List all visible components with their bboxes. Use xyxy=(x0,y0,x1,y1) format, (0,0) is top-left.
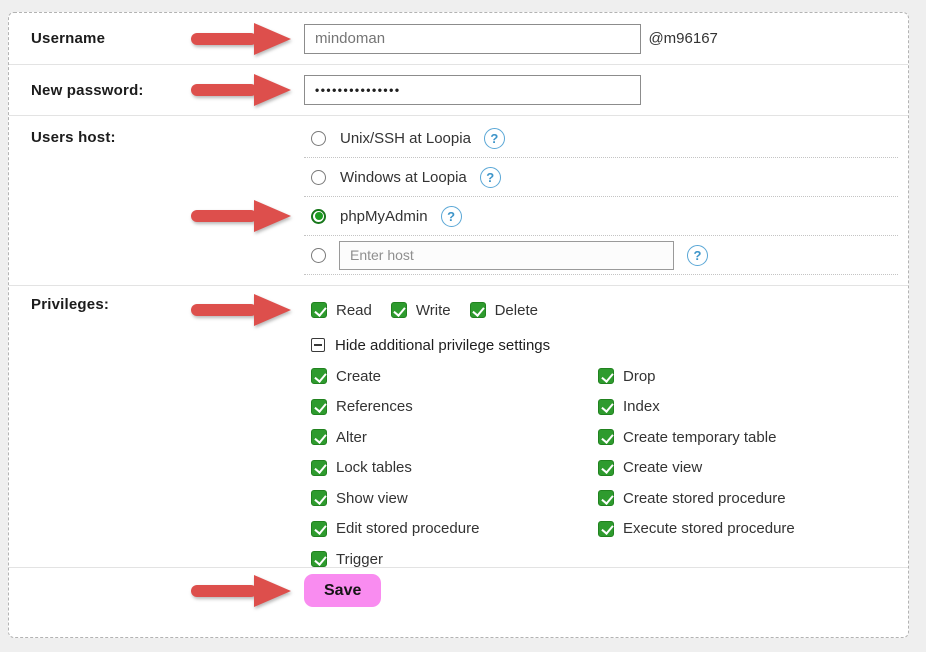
radio-phpmyadmin[interactable] xyxy=(311,208,326,224)
privilege-index: Index xyxy=(591,392,898,423)
host-option-label: phpMyAdmin xyxy=(340,207,428,225)
checkbox-label: Show view xyxy=(336,489,408,507)
host-option-custom: ? xyxy=(304,236,898,275)
privilege-write: Write xyxy=(390,301,451,319)
checkbox-execute-stored-procedure[interactable] xyxy=(598,520,614,537)
privilege-delete: Delete xyxy=(469,301,538,319)
checkbox-label: Create xyxy=(336,367,382,385)
hide-additional-privileges-toggle[interactable]: Hide additional privilege settings xyxy=(304,334,898,356)
help-icon[interactable]: ? xyxy=(483,127,505,149)
privilege-drop: Drop xyxy=(591,361,898,392)
checkbox-label: Create temporary table xyxy=(623,428,777,446)
checkbox-label: References xyxy=(336,398,413,416)
username-input[interactable] xyxy=(304,23,641,54)
privilege-alter: Alter xyxy=(304,422,591,453)
radio-custom-host[interactable] xyxy=(311,247,326,263)
host-option-label: Unix/SSH at Loopia xyxy=(340,129,471,147)
privilege-lock-tables: Lock tables xyxy=(304,453,591,484)
checkbox-show-view[interactable] xyxy=(311,490,327,507)
help-icon[interactable]: ? xyxy=(479,166,501,188)
privilege-references: References xyxy=(304,392,591,423)
checkbox-label: Drop xyxy=(623,367,656,385)
checkbox-label: Write xyxy=(415,301,451,319)
checkbox-write[interactable] xyxy=(390,302,407,318)
checkbox-label: Create view xyxy=(623,459,703,477)
users-host-row: Users host: Unix/SSH at Loopia ? Windows… xyxy=(9,115,908,285)
privilege-trigger: Trigger xyxy=(304,544,591,575)
checkbox-trigger[interactable] xyxy=(311,551,327,568)
privilege-read: Read xyxy=(311,302,372,319)
checkbox-lock-tables[interactable] xyxy=(311,459,327,476)
checkbox-drop[interactable] xyxy=(598,368,614,385)
privileges-label: Privileges: xyxy=(31,296,110,313)
checkbox-delete[interactable] xyxy=(469,302,486,318)
radio-windows[interactable] xyxy=(311,169,326,185)
password-row: New password: xyxy=(9,64,908,115)
save-row: Save xyxy=(9,567,908,638)
username-label: Username xyxy=(31,30,106,47)
host-option-unix: Unix/SSH at Loopia ? xyxy=(304,119,898,158)
privilege-create-view: Create view xyxy=(591,453,898,484)
checkbox-label: Alter xyxy=(336,428,367,446)
privilege-show-view: Show view xyxy=(304,483,591,514)
checkbox-create-view[interactable] xyxy=(598,459,614,476)
host-option-phpmyadmin: phpMyAdmin ? xyxy=(191,197,898,236)
help-icon[interactable]: ? xyxy=(440,205,462,227)
checkbox-references[interactable] xyxy=(311,398,327,415)
checkbox-alter[interactable] xyxy=(311,429,327,446)
custom-host-input[interactable] xyxy=(339,240,674,270)
username-row: Username @m96167 xyxy=(9,13,908,64)
checkbox-label: Edit stored procedure xyxy=(336,520,480,538)
checkbox-edit-stored-procedure[interactable] xyxy=(311,520,327,537)
db-user-form-panel: Username @m96167 New password: Users hos… xyxy=(8,12,909,638)
privilege-execute-stored-procedure: Execute stored procedure xyxy=(591,514,898,545)
username-suffix: @m96167 xyxy=(648,30,718,47)
save-button[interactable]: Save xyxy=(304,574,382,607)
checkbox-create-stored-procedure[interactable] xyxy=(598,490,614,507)
checkbox-read[interactable] xyxy=(311,302,327,318)
checkbox-label: Trigger xyxy=(336,550,383,568)
collapse-minus-icon xyxy=(311,338,325,352)
new-password-input[interactable] xyxy=(304,75,641,105)
toggle-label: Hide additional privilege settings xyxy=(335,336,551,354)
host-option-windows: Windows at Loopia ? xyxy=(304,158,898,197)
users-host-label: Users host: xyxy=(31,129,116,146)
additional-privileges-grid: Create References Alter Lock tables xyxy=(304,361,898,575)
privilege-create-stored-procedure: Create stored procedure xyxy=(591,483,898,514)
privilege-create-temporary-table: Create temporary table xyxy=(591,422,898,453)
password-label: New password: xyxy=(31,81,144,99)
red-arrow-icon xyxy=(191,574,291,607)
host-option-label: Windows at Loopia xyxy=(340,168,467,186)
checkbox-label: Lock tables xyxy=(336,459,412,477)
checkbox-create[interactable] xyxy=(311,368,327,385)
checkbox-label: Delete xyxy=(494,301,538,319)
basic-privileges: Read Write Delete xyxy=(191,294,898,326)
checkbox-create-temporary-table[interactable] xyxy=(598,429,614,446)
checkbox-label: Create stored procedure xyxy=(623,489,786,507)
help-icon[interactable]: ? xyxy=(687,244,708,266)
checkbox-label: Index xyxy=(623,398,660,416)
checkbox-label: Execute stored procedure xyxy=(623,520,795,538)
privileges-row: Privileges: Read Write Delete xyxy=(9,285,908,568)
checkbox-index[interactable] xyxy=(598,398,614,415)
privilege-create: Create xyxy=(304,361,591,392)
privilege-edit-stored-procedure: Edit stored procedure xyxy=(304,514,591,545)
radio-unix-ssh[interactable] xyxy=(311,130,326,146)
checkbox-label: Read xyxy=(336,301,372,319)
